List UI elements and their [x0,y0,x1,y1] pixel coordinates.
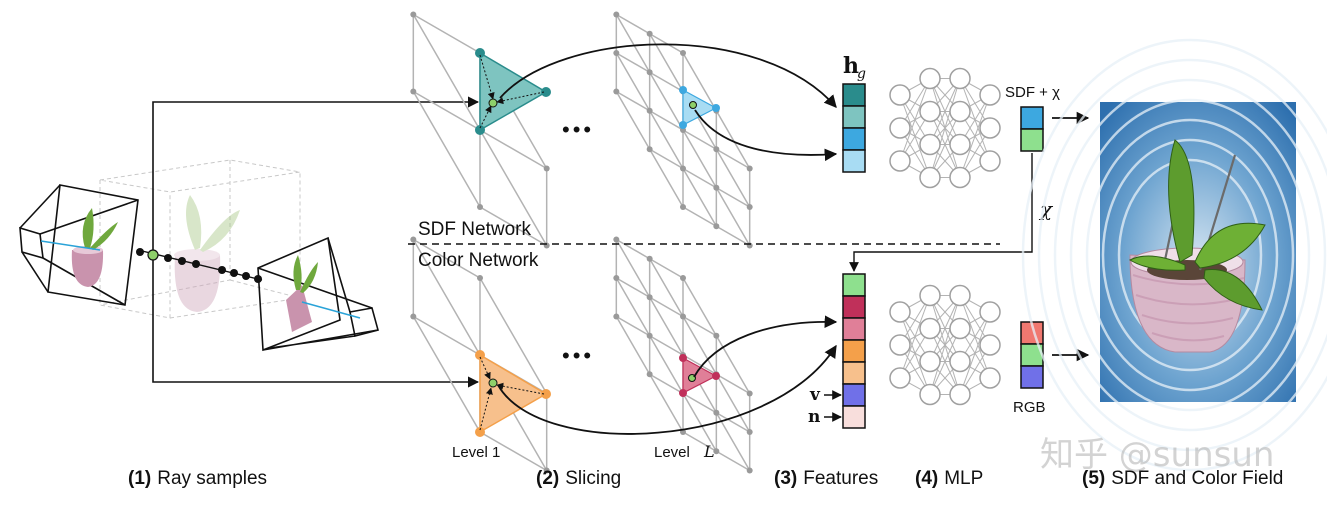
sample-point [230,269,238,277]
right-camera-frustum [257,236,379,352]
stage-2-caption: (2) Slicing [536,468,621,489]
color-levelL-triangle [679,354,720,397]
right-camera-ray [301,301,361,319]
sdf-level1-triangle [475,48,551,135]
level-L-prefix: Level [654,444,690,461]
color-mlp [889,284,1001,406]
feature-arrows [497,43,838,435]
sample-point [136,248,144,256]
rgb-output: RGB [1013,321,1090,416]
level-L-symbol: L [703,442,715,461]
left-camera-frustum [19,184,139,306]
stage-3-num: (3) [774,468,797,489]
hg-label: h [843,53,859,79]
stage-2-label: Slicing [565,468,621,489]
ellipsis-top: ••• [562,117,594,142]
sample-point [242,272,250,280]
faded-plant-icon [174,195,240,312]
left-camera-ray [40,240,101,251]
color-network-label: Color Network [418,250,539,271]
stage-3-label: Features [803,468,878,489]
stage-1-num: (1) [128,468,151,489]
highlighted-sample-point [147,249,159,261]
normal-label: n [808,407,820,427]
sdf-mlp [889,67,1001,189]
chi-feedback-arrow [849,153,1033,272]
right-camera-plant-icon [286,255,318,332]
color-level1-triangle [475,350,551,437]
sample-point [218,266,226,274]
stage-4-label: MLP [944,468,983,489]
sdf-levelL-triangle [679,86,720,129]
sample-point [178,257,186,265]
sdf-chi-label: SDF + χ [1005,84,1060,101]
watermark: 知乎 @sunsun [1040,435,1274,475]
stage-5-label: SDF and Color Field [1111,468,1283,489]
ray-samples-illustration [19,96,480,388]
sample-point [164,254,172,262]
stage-4-num: (4) [915,468,938,489]
slicing-grids [410,11,753,474]
stage-3-caption: (3) Features [774,468,878,489]
stage-1-caption: (1) Ray samples [128,468,267,489]
level-1-label: Level 1 [452,444,500,461]
color-feature-vector: v n [808,273,866,429]
stage-2-num: (2) [536,468,559,489]
stage-5-num: (5) [1082,468,1105,489]
stage-captions: (1) Ray samples (2) Slicing (3) Features (4… [128,468,1283,489]
sdf-network-label: SDF Network [418,219,531,240]
sdf-grid-level-L [613,11,753,249]
stage-5-caption: (5) SDF and Color Field [1082,468,1283,489]
rgb-label: RGB [1013,399,1046,416]
mlp-networks [889,67,1001,406]
stage-1-label: Ray samples [157,468,267,489]
sample-point [254,275,262,283]
sdf-color-field-image [1021,38,1327,472]
sdf-feature-vector: h g [842,53,866,173]
left-camera-plant-icon [71,208,118,287]
level-L-label: Level L [654,442,715,461]
hg-subscript: g [857,66,866,82]
ray-sample-points [136,248,263,283]
sample-routing-arrows [152,96,480,388]
ellipsis-bottom: ••• [562,343,594,368]
sample-point [192,260,200,268]
sdf-output: SDF + χ χ [849,84,1090,272]
view-dir-label: v [809,385,821,405]
stage-4-caption: (4) MLP [915,468,983,489]
